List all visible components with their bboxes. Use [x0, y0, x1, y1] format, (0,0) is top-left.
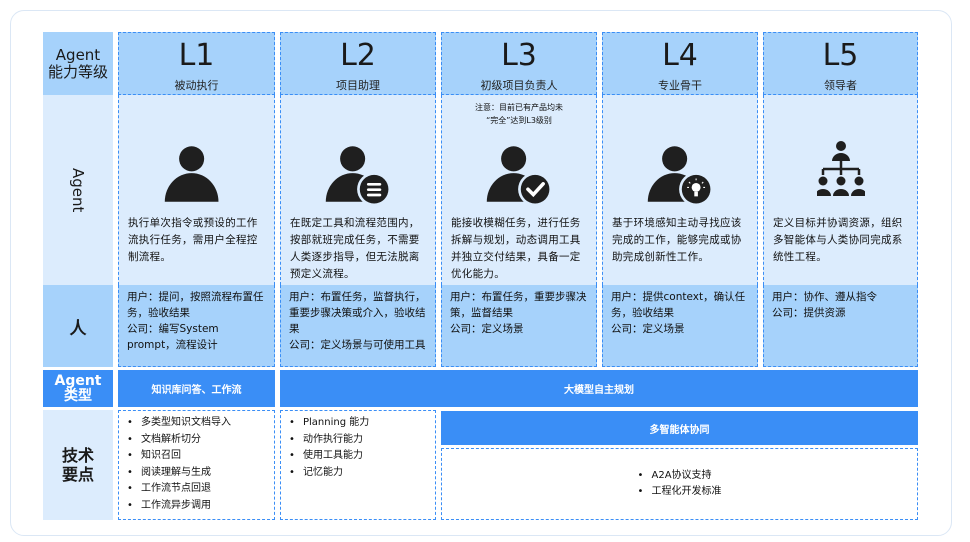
- human-cell-4: 用户：提供context，确认任务，验收结果 公司：定义场景: [602, 285, 758, 367]
- human-user-role: 用户：提问，按照流程布置任务，验收结果: [127, 291, 264, 319]
- tech-l3-l5-header: 多智能体协同: [441, 411, 918, 445]
- tech-l2: Planning 能力 动作执行能力 使用工具能力 记忆能力: [280, 410, 436, 520]
- row-label-agent: Agent: [43, 95, 113, 285]
- row-label-human: 人: [43, 285, 113, 367]
- human-company-role: 公司：提供资源: [772, 307, 846, 319]
- human-user-role: 用户：提供context，确认任务，验收结果: [611, 291, 746, 319]
- level-name: 被动执行: [174, 79, 219, 92]
- agent-description: 基于环境感知主动寻找应该完成的工作，能够完成或协助完成创新性工作。: [612, 217, 742, 263]
- row-label-level: Agent 能力等级: [43, 32, 113, 95]
- level-header-2: L2 项目助理: [280, 32, 436, 95]
- level-code: L5: [822, 38, 859, 73]
- human-company-role: 公司：定义场景与可使用工具: [289, 339, 426, 351]
- human-cell-2: 用户：布置任务，监督执行，重要步骤决策或介入，验收结果 公司：定义场景与可使用工…: [280, 285, 436, 367]
- level-name: 专业骨干: [658, 79, 702, 92]
- level-code: L2: [340, 38, 376, 73]
- list-item: Planning 能力: [289, 415, 435, 432]
- list-item: 使用工具能力: [289, 448, 435, 465]
- agent-cell-5: 定义目标并协调资源，组织多智能体与人类协同完成系统性工程。: [763, 95, 918, 285]
- agent-type-l2-l5: 大模型自主规划: [280, 370, 918, 407]
- human-company-role: 公司：编写System prompt，流程设计: [127, 323, 219, 351]
- row-label-type: Agent 类型: [43, 370, 113, 407]
- level-name: 领导者: [824, 79, 857, 92]
- agent-cell-3: 注意：目前已有产品均未 “完全”达到L3级别 能接收模糊任务，进行任务拆解与规划…: [441, 95, 597, 285]
- agent-description: 能接收模糊任务，进行任务拆解与规划，动态调用工具并独立交付结果，具备一定优化能力…: [451, 217, 581, 280]
- level-name: 初级项目负责人: [480, 79, 558, 92]
- level-header-3: L3 初级项目负责人: [441, 32, 597, 95]
- person-list-icon: [325, 146, 392, 207]
- list-item: 工程化开发标准: [638, 484, 722, 501]
- level-code: L4: [662, 38, 698, 73]
- list-item: 动作执行能力: [289, 432, 435, 449]
- row-label-tech: 技术 要点: [43, 410, 113, 520]
- tech-l1: 多类型知识文档导入 文档解析切分 知识召回 阅读理解与生成 工作流节点回退 工作…: [118, 410, 275, 520]
- list-item: 文档解析切分: [127, 432, 274, 449]
- agent-cell-1: 执行单次指令或预设的工作流执行任务，需用户全程控制流程。: [118, 95, 275, 285]
- human-user-role: 用户：布置任务，监督执行，重要步骤决策或介入，验收结果: [289, 291, 426, 335]
- level-header-5: L5 领导者: [763, 32, 918, 95]
- human-cell-3: 用户：布置任务，重要步骤决策，监督结果 公司：定义场景: [441, 285, 597, 367]
- human-cell-1: 用户：提问，按照流程布置任务，验收结果 公司：编写System prompt，流…: [118, 285, 275, 367]
- level-code: L1: [178, 38, 215, 73]
- list-item: 工作流节点回退: [127, 481, 274, 498]
- level-note: 注意：目前已有产品均未 “完全”达到L3级别: [475, 103, 563, 125]
- agent-type-l1: 知识库问答、工作流: [118, 370, 275, 407]
- agent-description: 在既定工具和流程范围内，按部就班完成任务，不需要人类逐步指导，但无法脱离预定义流…: [290, 217, 420, 280]
- tech-l2-list: Planning 能力 动作执行能力 使用工具能力 记忆能力: [281, 411, 435, 481]
- list-item: 记忆能力: [289, 465, 435, 482]
- tech-l3-l5-list: A2A协议支持 工程化开发标准: [638, 468, 722, 501]
- agent-description: 定义目标并协调资源，组织多智能体与人类协同完成系统性工程。: [773, 217, 903, 263]
- list-item: 多类型知识文档导入: [127, 415, 274, 432]
- person-icon: [164, 146, 218, 202]
- level-header-4: L4 专业骨干: [602, 32, 758, 95]
- agent-description: 执行单次指令或预设的工作流执行任务，需用户全程控制流程。: [128, 217, 258, 263]
- row-label-agent-text: Agent: [69, 167, 87, 213]
- person-check-icon: [486, 146, 553, 207]
- level-name: 项目助理: [336, 79, 380, 92]
- human-cell-5: 用户：协作、遵从指令 公司：提供资源: [763, 285, 918, 367]
- outer-frame: [10, 10, 952, 536]
- human-user-role: 用户：布置任务，重要步骤决策，监督结果: [450, 291, 587, 319]
- list-item: 工作流异步调用: [127, 498, 274, 515]
- level-code: L3: [501, 38, 537, 73]
- human-user-role: 用户：协作、遵从指令: [772, 291, 877, 303]
- list-item: A2A协议支持: [638, 468, 722, 485]
- agent-cell-4: 基于环境感知主动寻找应该完成的工作，能够完成或协助完成创新性工作。: [602, 95, 758, 285]
- human-company-role: 公司：定义场景: [450, 323, 524, 335]
- tech-l1-list: 多类型知识文档导入 文档解析切分 知识召回 阅读理解与生成 工作流节点回退 工作…: [119, 411, 274, 514]
- tech-l3-l5: A2A协议支持 工程化开发标准: [441, 448, 918, 520]
- level-header-1: L1 被动执行: [118, 32, 275, 95]
- list-item: 知识召回: [127, 448, 274, 465]
- agent-cell-2: 在既定工具和流程范围内，按部就班完成任务，不需要人类逐步指导，但无法脱离预定义流…: [280, 95, 436, 285]
- list-item: 阅读理解与生成: [127, 465, 274, 482]
- org-chart-icon: [816, 141, 865, 196]
- person-lightbulb-icon: [647, 146, 714, 207]
- human-company-role: 公司：定义场景: [611, 323, 685, 335]
